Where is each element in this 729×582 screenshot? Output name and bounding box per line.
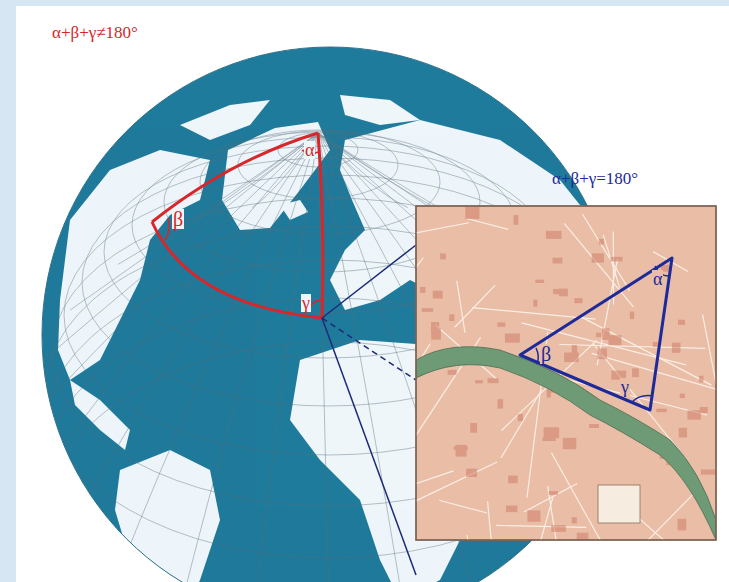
building-block (514, 215, 519, 225)
sum-note: α+β+γ≠180° (52, 24, 138, 41)
building-block (596, 333, 601, 337)
building-block (610, 257, 622, 262)
meridian (118, 133, 318, 576)
street (439, 500, 487, 513)
building-block (679, 428, 687, 438)
building-block (420, 287, 425, 293)
building-block (544, 427, 560, 438)
meridian (70, 133, 318, 310)
sum-note: α+β+γ=180° (552, 170, 638, 187)
plane-triangle (520, 258, 672, 410)
street (467, 218, 509, 229)
building-block (448, 370, 457, 375)
building-block (630, 312, 634, 319)
meridian (318, 133, 330, 582)
building-block (505, 333, 520, 342)
building-block (431, 322, 439, 334)
zoom-lines (322, 245, 416, 575)
building-block (497, 322, 505, 326)
meridian (40, 133, 318, 477)
building-block (678, 320, 685, 325)
building-block (589, 424, 599, 428)
building-block (592, 253, 604, 262)
street (559, 344, 705, 348)
building-block (506, 506, 517, 513)
street (580, 316, 711, 385)
building-block (533, 300, 537, 307)
meridian (118, 133, 318, 264)
building-block (678, 519, 687, 531)
city-map (296, 206, 729, 582)
meridian (40, 133, 318, 363)
angle-label: β (540, 344, 552, 364)
street (416, 462, 497, 538)
building-block (422, 308, 433, 312)
street (496, 525, 586, 527)
street (455, 285, 495, 327)
street (501, 390, 542, 458)
street (703, 315, 716, 422)
building-block (653, 342, 658, 347)
meridian (180, 133, 318, 229)
building-block (602, 328, 610, 340)
building-block (466, 469, 477, 477)
meridian (180, 133, 318, 582)
building-block (572, 517, 577, 523)
building-block (518, 414, 523, 421)
street (548, 486, 564, 540)
meridian (70, 133, 318, 530)
building-block (608, 335, 621, 345)
building-block (508, 476, 518, 484)
building-block (687, 410, 700, 419)
building-block (563, 438, 576, 449)
building-block (475, 380, 483, 383)
angle-label: β (172, 209, 184, 229)
meridian (252, 133, 318, 582)
building-block (465, 207, 479, 219)
street (524, 483, 577, 512)
building-block (488, 378, 499, 383)
street (564, 223, 633, 306)
building-block (553, 258, 563, 264)
building-block (535, 280, 544, 283)
building-block (564, 353, 579, 362)
building-block (701, 470, 716, 475)
building-block (543, 437, 556, 441)
street (582, 214, 629, 291)
street (416, 223, 469, 256)
spherical-triangle (152, 133, 323, 318)
building-block (498, 399, 504, 408)
angle-label: γ (301, 294, 311, 312)
building-block (680, 394, 685, 398)
building-block (632, 368, 639, 377)
building-block (700, 407, 708, 413)
building-block (433, 291, 443, 299)
street (457, 281, 465, 333)
building-block (599, 239, 604, 245)
angle-label: α (304, 141, 315, 159)
building-block (527, 510, 540, 521)
building-block (577, 533, 589, 540)
meridian (318, 133, 408, 207)
building-block (553, 289, 566, 294)
building-block (456, 445, 467, 457)
angle-label: γ (620, 378, 630, 396)
meridian (30, 133, 318, 420)
building-block (449, 314, 454, 321)
building-block (574, 298, 582, 303)
street (488, 501, 495, 540)
building-block (549, 491, 558, 495)
building-block (672, 343, 681, 353)
building-block (699, 376, 703, 383)
building-block (470, 423, 477, 433)
building-block (440, 253, 446, 259)
street (416, 471, 454, 496)
building-block (551, 525, 566, 532)
building-block (656, 409, 666, 412)
street (416, 258, 423, 368)
building-block (597, 348, 607, 359)
building-block (546, 231, 562, 239)
angle-label: α (652, 270, 663, 288)
